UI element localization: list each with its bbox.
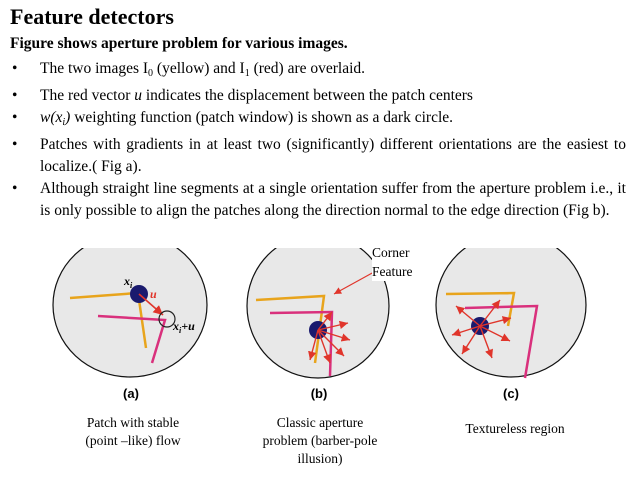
panel-label-a: (a) [123, 386, 139, 401]
u-vector [138, 293, 164, 316]
flow-arrow [479, 325, 493, 359]
flow-arrow [479, 299, 501, 327]
flow-arrow [451, 325, 481, 337]
bullet-list: •The two images I0 (yellow) and I1 (red)… [10, 58, 626, 222]
bullet-item: •Patches with gradients in at least two … [12, 136, 626, 175]
flow-arrow [461, 325, 481, 355]
yellow-edge-b [255, 294, 326, 364]
magenta-edge-a [97, 314, 167, 364]
panel-label-b: (b) [311, 386, 328, 401]
slide-subtitle: Figure shows aperture problem for variou… [10, 35, 348, 52]
flow-arrow [317, 329, 332, 364]
xiu-label: xi+u [172, 319, 195, 335]
flow-arrow [455, 305, 481, 327]
bullet-item: •w(xi) weighting function (patch window)… [12, 109, 454, 128]
u-label: u [150, 287, 157, 301]
panel-label-c: (c) [503, 386, 519, 401]
bullet-item: •The red vector u indicates the displace… [12, 87, 473, 104]
yellow-edge-c [445, 291, 516, 327]
flow-arrow [479, 325, 511, 342]
flow-arrow [308, 329, 319, 361]
magenta-edge-c [464, 304, 539, 379]
xi-label: xi [123, 274, 133, 290]
displaced-patch-a [158, 310, 176, 328]
slide-title: Feature detectors [10, 4, 174, 29]
aperture-figure: xi u xi+u (a) (b) (c) [52, 248, 587, 401]
bullet-item: •Although straight line segments at a si… [12, 180, 626, 219]
disk-a [52, 248, 208, 378]
panel-b: (b) [246, 248, 390, 401]
bullet-item: •The two images I0 (yellow) and I1 (red)… [12, 60, 366, 79]
flow-arrow [317, 320, 349, 331]
panel-c: (c) [435, 248, 587, 401]
flow-arrow [317, 311, 333, 331]
flow-arrow [317, 329, 345, 357]
panel-a: xi u xi+u (a) [52, 248, 208, 401]
caption-a: Patch with stable (point –like) flow [85, 415, 181, 448]
caption-b: Classic aperture problem (barber-pole il… [262, 415, 378, 466]
flow-arrow [479, 316, 512, 327]
caption-c: Textureless region [465, 421, 565, 436]
corner-feature-annotation: Corner Feature [372, 243, 413, 281]
flow-arrow [317, 329, 351, 342]
corner-pointer-arrow [333, 271, 375, 295]
